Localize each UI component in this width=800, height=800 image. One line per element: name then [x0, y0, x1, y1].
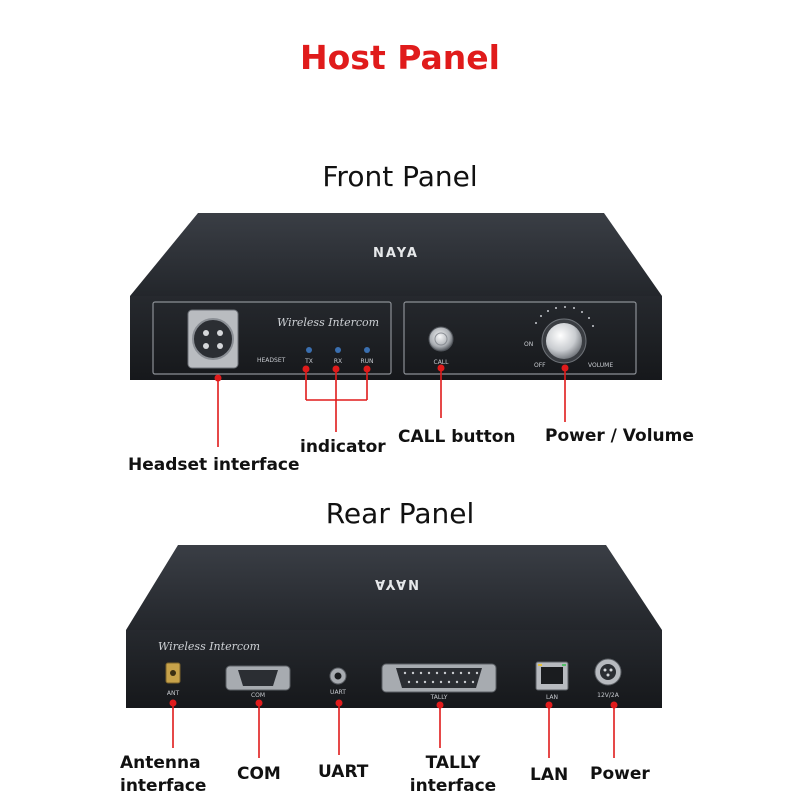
- antenna-connector: [165, 662, 181, 684]
- front-callout-lines: [214, 364, 569, 447]
- uart-label: UART: [330, 689, 346, 696]
- volume-label: VOLUME: [588, 362, 613, 369]
- rear-callout-lines: [169, 699, 618, 758]
- front-panel-heading: Front Panel: [322, 160, 478, 193]
- callout-antenna-interface: Antenna interface: [120, 753, 207, 796]
- front-right-panel: [403, 301, 637, 375]
- callout-indicator: indicator: [300, 437, 386, 457]
- power-port-label: 12V/2A: [597, 692, 620, 699]
- rear-panel-heading: Rear Panel: [325, 497, 475, 530]
- call-button-graphic: [428, 326, 454, 352]
- tally-db25-connector: [381, 663, 497, 693]
- callout-uart: UART: [318, 762, 369, 782]
- ant-label: ANT: [167, 690, 180, 697]
- rear-device-label: Wireless Intercom: [158, 640, 260, 653]
- callout-headset-interface: Headset interface: [128, 455, 300, 475]
- com-db9-connector: [225, 665, 291, 691]
- front-device-top: [130, 213, 662, 296]
- run-label: RUN: [360, 358, 373, 365]
- com-label: COM: [251, 692, 265, 699]
- uart-jack: [329, 667, 347, 685]
- front-device: NAYA HEADSET Wireless Intercom TX RX RUN…: [130, 213, 662, 380]
- tx-label: TX: [304, 358, 313, 365]
- lan-label: LAN: [546, 694, 558, 701]
- power-connector: [594, 658, 622, 686]
- callout-power-volume: Power / Volume: [545, 426, 694, 446]
- headset-xlr-connector: [187, 309, 239, 369]
- front-brand-logo: NAYA: [373, 246, 419, 261]
- callout-power: Power: [590, 764, 650, 784]
- rear-device: NAYA Wireless Intercom ANT COM UART: [126, 545, 662, 708]
- call-label: CALL: [434, 359, 450, 366]
- page-title: Host Panel: [300, 38, 500, 77]
- callout-com: COM: [237, 764, 281, 784]
- rx-led: [335, 347, 341, 353]
- on-label: ON: [524, 341, 533, 348]
- run-led: [364, 347, 370, 353]
- front-device-label: Wireless Intercom: [277, 316, 379, 329]
- front-device-face: [130, 296, 662, 380]
- off-label: OFF: [534, 362, 546, 369]
- callout-lan: LAN: [530, 765, 569, 785]
- callout-tally-interface: TALLY interface: [409, 753, 497, 796]
- headset-port-label: HEADSET: [257, 357, 286, 364]
- tally-label: TALLY: [430, 694, 448, 701]
- front-left-panel: [152, 301, 392, 375]
- rear-brand-logo: NAYA: [373, 576, 419, 591]
- rear-device-top: [126, 545, 662, 630]
- volume-knob: [535, 306, 594, 364]
- lan-rj45-port: [535, 661, 569, 691]
- callout-call-button: CALL button: [398, 427, 516, 447]
- rx-label: RX: [334, 358, 342, 365]
- tx-led: [306, 347, 312, 353]
